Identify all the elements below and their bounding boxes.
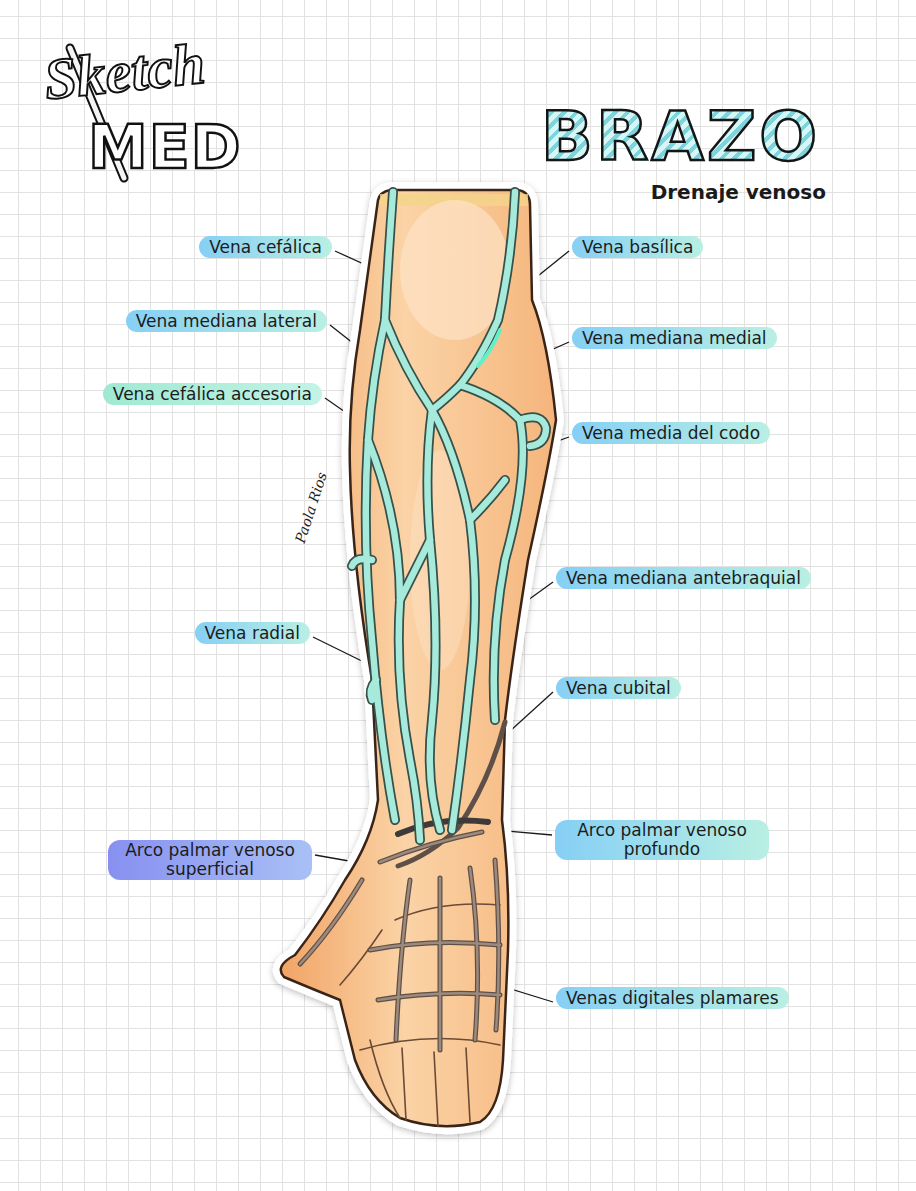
callout-label: Vena mediana medial — [572, 327, 777, 349]
hand-lines-part — [434, 1052, 438, 1126]
forearm-veins-part-part — [470, 480, 505, 520]
hand-veins-part-part — [470, 868, 478, 1040]
hand-veins-part — [300, 832, 500, 1050]
hand-lines-part — [395, 904, 500, 920]
forearm-veins-part-part — [427, 410, 440, 830]
forearm-veins-part-part — [520, 417, 546, 446]
logo-text: MED — [88, 114, 242, 180]
hand-veins-part-part — [300, 880, 362, 964]
hand-lines-part — [360, 1039, 500, 1050]
hand-veins-part-part — [380, 832, 482, 862]
callout-label: Arco palmar venoso profundo — [555, 820, 769, 860]
hand-veins-part-part — [370, 942, 500, 950]
callout-label: Vena media del codo — [572, 422, 770, 444]
callout-label: Vena cefálica — [199, 236, 332, 258]
hand-veins-part-part — [396, 880, 410, 1040]
callout-label: Vena mediana antebraquial — [556, 567, 811, 589]
callout-label: Vena radial — [195, 622, 310, 644]
forearm-veins-part — [352, 192, 546, 840]
arm-outline-part — [281, 190, 556, 1126]
hand-lines-part — [340, 930, 382, 985]
callout-label: Arco palmar venoso superficial — [108, 840, 312, 880]
hand-veins-part — [300, 722, 505, 1050]
callout-label: Vena basílica — [572, 236, 703, 258]
forearm-veins-part-part — [460, 192, 515, 385]
forearm-veins — [352, 192, 546, 840]
forearm-veins-part-part — [460, 192, 515, 385]
arm-outline-part — [281, 190, 556, 1126]
hand-veins-part-part — [370, 942, 500, 950]
forearm-veins-part-part — [385, 320, 432, 410]
forearm-veins-part-part — [400, 540, 430, 600]
forearm-veins-part-part — [427, 410, 440, 830]
hand-veins-part-part — [439, 878, 442, 1050]
hand-veins-part-part — [396, 880, 410, 1040]
signature: Paola Rios — [292, 470, 330, 545]
hand-veins-part-part — [378, 993, 500, 1000]
hand-veins-part-part — [470, 868, 478, 1040]
forearm-veins-part — [478, 330, 500, 366]
callout-label: Vena cubital — [556, 677, 681, 699]
forearm-veins-part-part — [432, 410, 475, 830]
forearm-veins-part-part — [400, 540, 430, 600]
title-text: BRAZO — [541, 100, 820, 174]
hand-lines-part — [466, 1048, 470, 1122]
forearm-veins-part-part — [432, 385, 460, 410]
callout-label: Vena cefálica accesoria — [103, 383, 322, 405]
hand-lines-part — [370, 1040, 400, 1118]
arm-outline — [281, 190, 556, 1126]
hand-lines-part — [402, 1048, 406, 1120]
hand-veins — [300, 722, 505, 1050]
forearm-veins-part-part — [368, 440, 420, 840]
forearm-veins-part-part — [371, 680, 376, 700]
forearm-veins-part-part — [368, 440, 420, 840]
logo-text: Sketch — [41, 32, 208, 112]
forearm-veins-part-part — [460, 385, 523, 720]
callout-label: Venas digitales plamares — [556, 987, 789, 1009]
hand-veins-part-part — [438, 878, 443, 1050]
subtitle: Drenaje venoso — [651, 180, 826, 204]
forearm-veins-part-part — [432, 385, 460, 410]
callout-label: Vena mediana lateral — [126, 310, 327, 332]
forearm-veins-part-part — [352, 559, 372, 566]
hand-veins-part-part — [300, 880, 362, 964]
forearm-veins-part-part — [470, 480, 505, 520]
forearm-veins-part — [352, 192, 546, 840]
forearm-veins-part-part — [385, 320, 432, 410]
